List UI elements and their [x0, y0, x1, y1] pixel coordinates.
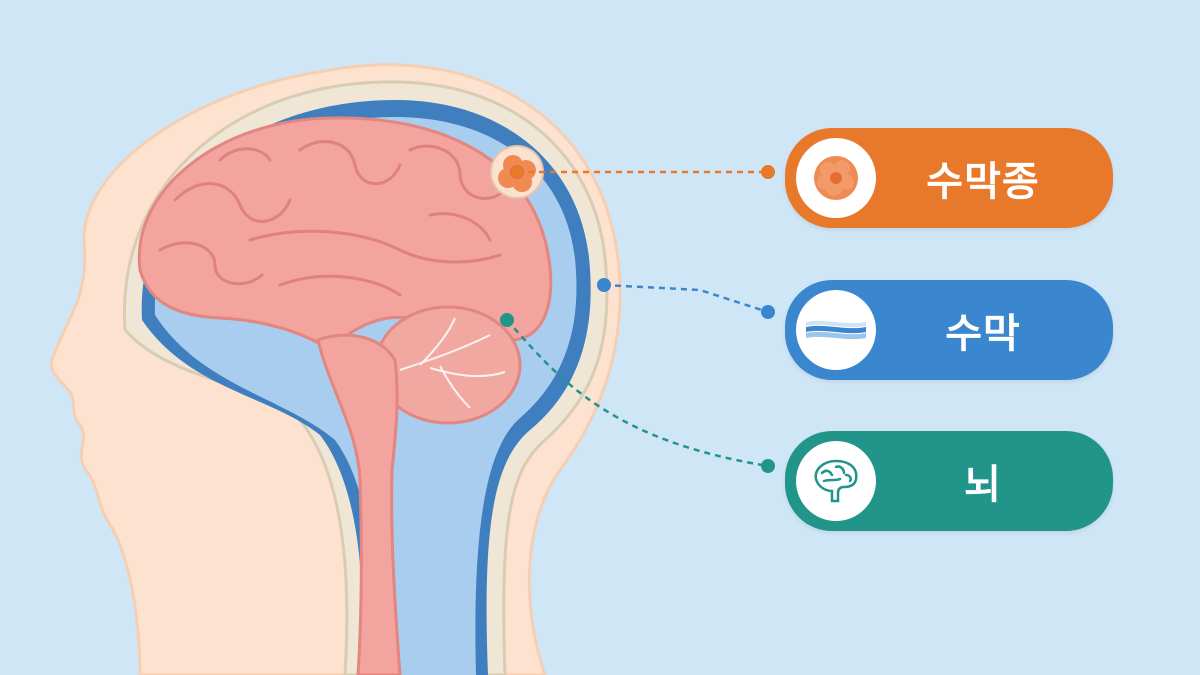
- label-pill-meninges: 수막: [785, 280, 1113, 380]
- leader-line-brain: [506, 319, 769, 468]
- meningioma-label: 수막종: [926, 159, 1040, 205]
- leader-dot-meningioma-start: [511, 166, 523, 178]
- arbor-vitae: [399, 317, 506, 409]
- leader-dot-brain-start: [500, 313, 514, 327]
- label-pill-brain: 뇌: [785, 431, 1113, 531]
- brainstem-spinal-cord: [316, 333, 402, 675]
- leader-dot-meninges-end: [761, 305, 775, 319]
- tumor-icon: [796, 138, 876, 218]
- leader-dot-brain-end: [761, 459, 775, 473]
- membrane-layers-icon: [796, 290, 876, 370]
- label-pill-meningioma: 수막종: [785, 128, 1113, 228]
- leader-dot-meningioma-end: [761, 165, 775, 179]
- brain-folds: [158, 140, 507, 297]
- meninges-label: 수막: [945, 311, 1021, 357]
- leader-line-meninges: [603, 283, 769, 314]
- leader-dot-meninges-start: [597, 278, 611, 292]
- brain-outline-icon: [796, 441, 876, 521]
- brain-label: 뇌: [964, 462, 1002, 508]
